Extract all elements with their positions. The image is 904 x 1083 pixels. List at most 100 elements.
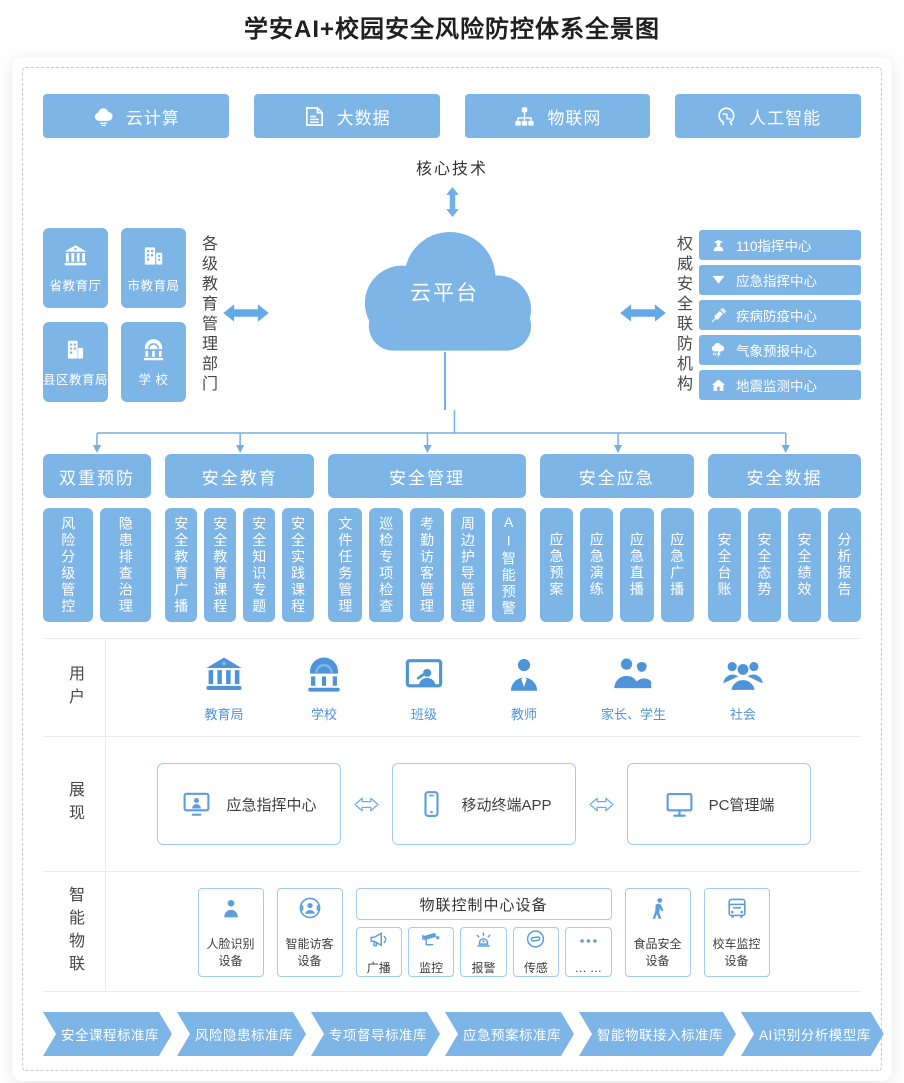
module-item-label: 隐患排查治理 bbox=[117, 515, 134, 615]
module-item: 安全教育课程 bbox=[204, 508, 237, 622]
core-tech-node: 大数据 bbox=[253, 94, 440, 138]
school-dome-icon bbox=[301, 654, 347, 696]
classroom-board-icon bbox=[401, 654, 447, 696]
user-item: 班级 bbox=[401, 654, 447, 723]
presentation-label: 应急指挥中心 bbox=[226, 796, 317, 814]
module-item: 巡检专项检查 bbox=[369, 508, 404, 622]
iot-device-box: 人脸识别 设备 bbox=[197, 888, 264, 977]
module-column-group: 安全台账 安全态势 安全绩效 分析报告 bbox=[708, 508, 861, 622]
module-item: 隐患排查治理 bbox=[100, 508, 151, 622]
module-item-label: 安全教育课程 bbox=[212, 515, 229, 615]
iot-row: 智能物联 人脸识别 设备 智能访客 设备 bbox=[43, 872, 861, 992]
module-item-label: 安全台账 bbox=[716, 532, 733, 598]
core-tech-label: 人工智能 bbox=[749, 108, 822, 128]
agency-bar: 地震监测中心 bbox=[699, 370, 861, 400]
cctv-camera-icon bbox=[420, 928, 443, 950]
module-item: AI智能预警 bbox=[491, 508, 526, 622]
standard-library-banner: 安全课程标准库 bbox=[43, 1012, 172, 1056]
user-item: 社会 bbox=[720, 654, 766, 723]
iot-device-label: 人脸识别 设备 bbox=[206, 937, 255, 968]
module-item-label: 安全知识专题 bbox=[251, 515, 268, 615]
police-icon bbox=[710, 237, 727, 254]
iot-control-item-label: 传感 bbox=[523, 961, 548, 975]
module-column-group: 安全教育广播 安全教育课程 安全知识专题 安全实践课程 bbox=[165, 508, 315, 622]
iot-control-item: 监控 bbox=[407, 927, 455, 977]
users-row: 用户 教育局 学校 bbox=[43, 639, 861, 737]
right-group-label: 权威安全联防机构 bbox=[674, 235, 691, 395]
module-column-group: 风险分级管控 隐患排查治理 bbox=[43, 508, 151, 622]
cloud-stem-line bbox=[443, 352, 446, 410]
module-item-label: AI智能预警 bbox=[500, 513, 517, 617]
module-item: 应急演练 bbox=[580, 508, 614, 622]
user-item: 学校 bbox=[301, 654, 347, 723]
iot-device-box: 智能访客 设备 bbox=[276, 888, 343, 977]
storm-cloud-icon bbox=[710, 342, 727, 359]
district-building-icon bbox=[62, 337, 89, 363]
module-header: 安全管理 bbox=[328, 454, 526, 498]
big-data-icon bbox=[303, 105, 326, 128]
cloud-platform: 云平台 bbox=[351, 226, 539, 352]
mobile-phone-icon bbox=[415, 789, 448, 819]
cloud-platform-wrap: 云平台 bbox=[273, 220, 616, 410]
pc-monitor-icon bbox=[663, 789, 696, 819]
standard-library-banner: 风险隐患标准库 bbox=[177, 1012, 306, 1056]
core-tech-caption: 核心技术 bbox=[415, 161, 488, 178]
ai-head-icon bbox=[715, 105, 738, 128]
module-item: 分析报告 bbox=[827, 508, 861, 622]
iot-row-label: 智能物联 bbox=[66, 885, 83, 978]
module-item-label: 文件任务管理 bbox=[337, 515, 354, 615]
funnel-flag-icon bbox=[710, 272, 727, 289]
presentation-row: 展现 应急指挥中心 移动终端APP PC管理端 bbox=[43, 737, 861, 872]
page-title: 学安AI+校园安全风险防控体系全景图 bbox=[243, 16, 660, 43]
left-right-arrow-icon bbox=[221, 300, 271, 326]
presentation-box-mobile-app: 移动终端APP bbox=[391, 763, 576, 845]
user-item: 教师 bbox=[501, 654, 547, 723]
core-tech-row: 云计算 大数据 物联网 人工智能 bbox=[43, 94, 861, 138]
iot-control-item: … … bbox=[565, 927, 612, 977]
education-org-label: 县区教育局 bbox=[43, 372, 109, 387]
core-tech-node: 云计算 bbox=[43, 94, 229, 138]
cloud-computing-icon bbox=[92, 105, 115, 128]
module-item: 安全态势 bbox=[747, 508, 781, 622]
megaphone-icon bbox=[367, 928, 390, 950]
iot-device-label: 智能访客 设备 bbox=[285, 937, 334, 968]
agency-bar: 疾病防疫中心 bbox=[699, 300, 861, 330]
iot-device-box: 校车监控 设备 bbox=[703, 888, 770, 977]
module-item-label: 安全态势 bbox=[756, 532, 773, 598]
standard-library-banner: 应急预案标准库 bbox=[445, 1012, 574, 1056]
core-tech-label: 大数据 bbox=[336, 108, 391, 128]
module-item: 应急直播 bbox=[620, 508, 654, 622]
education-org-label: 学 校 bbox=[138, 372, 169, 387]
iot-control-item-label: 监控 bbox=[419, 961, 444, 975]
module-column-group: 文件任务管理 巡检专项检查 考勤访客管理 周边护导管理 bbox=[328, 508, 526, 622]
agency-bar: 110指挥中心 bbox=[699, 230, 861, 260]
up-down-arrow-icon bbox=[443, 186, 462, 218]
education-org-node: 学 校 bbox=[121, 322, 186, 402]
standard-library-banner: 智能物联接入标准库 bbox=[579, 1012, 736, 1056]
education-org-node: 市教育局 bbox=[121, 228, 186, 308]
left-link bbox=[221, 300, 271, 331]
module-item: 应急广播 bbox=[660, 508, 694, 622]
iot-control-item-label: 广播 bbox=[366, 961, 391, 975]
module-item: 周边护导管理 bbox=[450, 508, 485, 622]
cloud-shape bbox=[364, 231, 531, 351]
house-icon bbox=[710, 377, 727, 394]
cloud-platform-label: 云平台 bbox=[410, 282, 479, 305]
module-item-label: 应急直播 bbox=[628, 532, 645, 598]
education-orgs: 省教育厅 市教育局 县区教育局 学 校 bbox=[43, 228, 186, 402]
platform-band: 省教育厅 市教育局 县区教育局 学 校 bbox=[43, 220, 861, 410]
smart-visitor-icon bbox=[297, 895, 323, 922]
diagram-card: 云计算 大数据 物联网 人工智能 核心技术 bbox=[12, 57, 892, 1081]
face-recognition-icon bbox=[218, 895, 244, 922]
module-header: 安全应急 bbox=[539, 454, 694, 498]
module-columns: 风险分级管控 隐患排查治理 安全教育广播 bbox=[43, 508, 861, 622]
left-right-arrow-icon bbox=[618, 300, 668, 326]
core-tech-label: 云计算 bbox=[125, 108, 180, 128]
user-item-label: 班级 bbox=[410, 707, 437, 722]
module-header: 双重预防 bbox=[43, 454, 151, 498]
agency-label: 110指挥中心 bbox=[736, 239, 812, 254]
iot-control-item: 广播 bbox=[355, 927, 402, 977]
module-item: 应急预案 bbox=[539, 508, 574, 622]
iot-device-box: 食品安全 设备 bbox=[624, 888, 691, 977]
agency-label: 气象预报中心 bbox=[736, 344, 817, 359]
